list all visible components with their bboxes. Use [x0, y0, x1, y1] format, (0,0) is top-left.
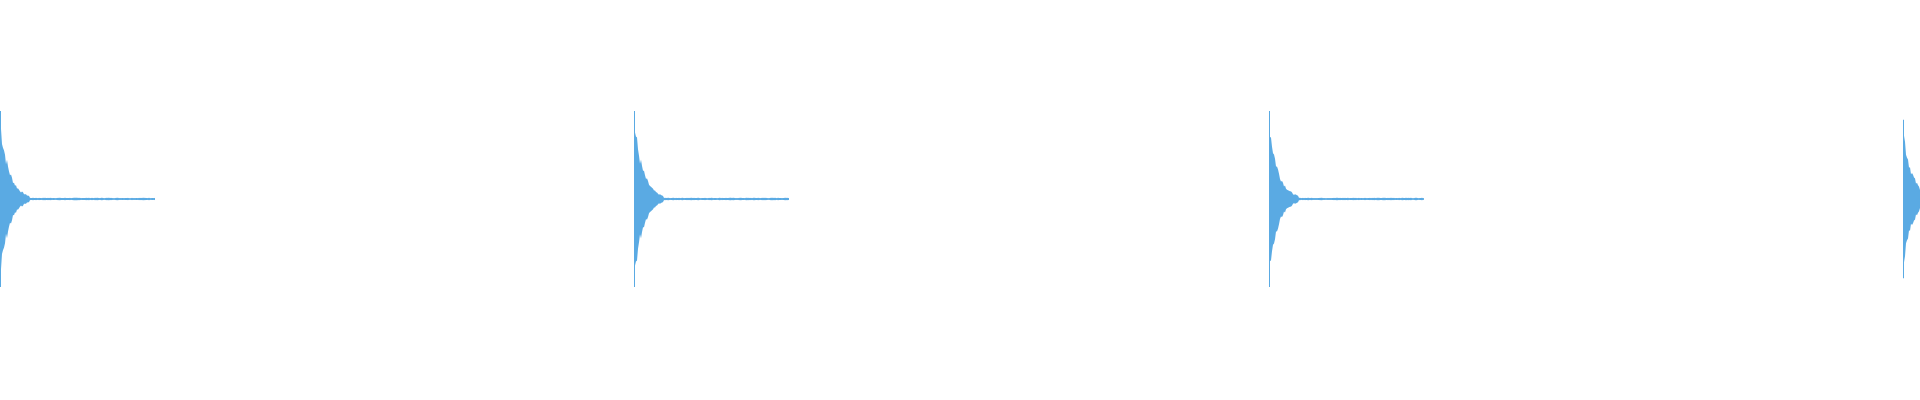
waveform-pulse: [0, 111, 155, 287]
waveform-pulse: [634, 111, 789, 287]
waveform-pulse: [1269, 111, 1424, 287]
waveform-pulse: [1903, 119, 1920, 279]
